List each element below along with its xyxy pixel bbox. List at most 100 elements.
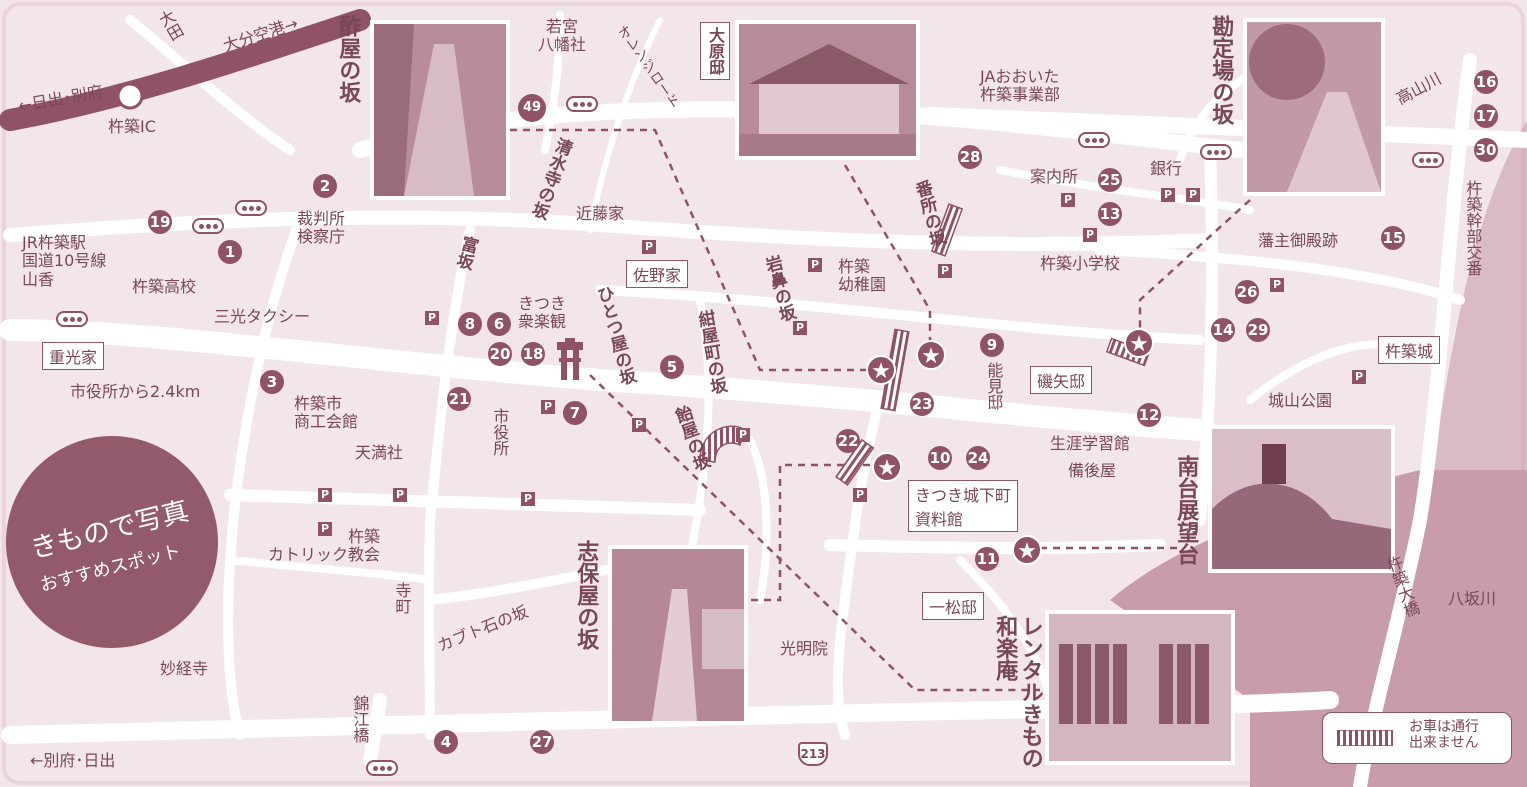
- label-hitotsumatsu: 一松邸: [922, 592, 985, 620]
- parking-icon: P: [1270, 278, 1284, 292]
- label-shiroyama-park: 城山公園: [1268, 391, 1333, 410]
- spot-marker-10[interactable]: 10: [928, 446, 952, 470]
- juraku-gate-icon: [557, 338, 583, 380]
- spot-marker-4[interactable]: 4: [434, 730, 458, 754]
- spot-marker-17[interactable]: 17: [1474, 104, 1498, 128]
- label-wakamiya: 若宮 八幡社: [538, 17, 587, 55]
- spot-marker-11[interactable]: 11: [975, 547, 999, 571]
- label-beppu-hiji-bottom: ←別府･日出: [30, 751, 116, 770]
- label-elementary: 杵築小学校: [1040, 254, 1121, 273]
- spot-marker-15[interactable]: 15: [1381, 226, 1405, 250]
- spot-marker-8[interactable]: 8: [458, 312, 482, 336]
- photo-spot-star-icon: ★: [916, 340, 946, 370]
- label-court: 裁判所 検察庁: [297, 209, 346, 247]
- photo-kanjoba: [1243, 18, 1385, 196]
- label-nishikie: 錦江橋: [350, 695, 370, 743]
- spot-marker-9[interactable]: 9: [980, 333, 1004, 357]
- photo-shiboya: [608, 545, 748, 725]
- label-kitsuki-ic: 杵築IC: [108, 117, 156, 136]
- spot-marker-3[interactable]: 3: [260, 370, 284, 394]
- spot-marker-25[interactable]: 25: [1098, 168, 1122, 192]
- label-ja-oita: JAおおいた 杵築事業部: [980, 67, 1061, 105]
- spot-marker-12[interactable]: 12: [1137, 403, 1161, 427]
- label-yasaka-river: 八坂川: [1448, 589, 1497, 608]
- label-kitsuki-kanbu: 杵築幹部交番: [1463, 180, 1483, 276]
- spot-marker-26[interactable]: 26: [1235, 280, 1259, 304]
- bus-stop-icon: [1078, 132, 1110, 148]
- parking-icon: P: [1083, 228, 1097, 242]
- parking-icon: P: [853, 488, 867, 502]
- slope-suya: 酢屋の坂: [335, 15, 361, 103]
- label-ohara: 大原邸: [700, 22, 730, 80]
- spot-marker-30[interactable]: 30: [1474, 138, 1498, 162]
- photo-castle-svg: [1212, 429, 1391, 569]
- bus-stop-icon: [566, 96, 598, 112]
- bus-stop-icon: [366, 760, 398, 776]
- label-rental-kimono: レンタルきもの 和楽庵: [992, 615, 1043, 769]
- parking-icon: P: [1186, 188, 1200, 202]
- photo-spot-star-icon: ★: [1012, 535, 1042, 565]
- label-lifelong: 生涯学習館: [1050, 434, 1131, 453]
- label-kitsuki-high: 杵築高校: [132, 277, 197, 296]
- label-bank: 銀行: [1150, 159, 1183, 178]
- photo-castle: [1208, 425, 1395, 573]
- spot-marker-16[interactable]: 16: [1474, 70, 1498, 94]
- photo-suya-slope: [370, 20, 510, 200]
- label-kitsuki-castle: 杵築城: [1378, 336, 1441, 364]
- slope-nandai: 南台展望台: [1173, 455, 1199, 565]
- parking-icon: P: [318, 522, 332, 536]
- bus-stop-icon: [1200, 144, 1232, 160]
- spot-marker-20[interactable]: 20: [488, 342, 512, 366]
- parking-icon: P: [541, 400, 555, 414]
- slope-shiboya: 志保屋の坂: [573, 540, 599, 650]
- label-castle-town: きつき城下町 資料館: [908, 480, 1019, 532]
- photo-rental-svg: [1049, 614, 1231, 761]
- label-sanoke: 佐野家: [626, 260, 689, 288]
- parking-icon: P: [1161, 188, 1175, 202]
- spot-marker-6[interactable]: 6: [487, 312, 511, 336]
- parking-icon: P: [425, 311, 439, 325]
- spot-marker-29[interactable]: 29: [1246, 318, 1270, 342]
- spot-marker-13[interactable]: 13: [1098, 202, 1122, 226]
- photo-ohara-svg: [739, 24, 916, 156]
- photo-kanjoba-svg: [1247, 22, 1381, 192]
- spot-marker-21[interactable]: 21: [447, 387, 471, 411]
- photo-spot-star-icon: ★: [1124, 328, 1154, 358]
- spot-marker-19[interactable]: 19: [148, 210, 172, 234]
- spot-marker-5[interactable]: 5: [660, 355, 684, 379]
- bus-stop-icon: [56, 311, 88, 327]
- parking-icon: P: [793, 321, 807, 335]
- spot-marker-28[interactable]: 28: [958, 145, 982, 169]
- label-catholic: 杵築 カトリック教会: [268, 527, 381, 565]
- photo-suya-svg: [374, 24, 506, 196]
- photo-spot-star-icon: ★: [866, 355, 896, 385]
- photo-rental-kimono: [1045, 610, 1235, 765]
- label-tenmansha: 天満社: [355, 443, 404, 462]
- label-kitsuki-juraku: きつき 衆楽観: [518, 294, 567, 332]
- label-myokyoji: 妙経寺: [160, 659, 209, 678]
- spot-marker-1[interactable]: 1: [218, 240, 242, 264]
- label-shigemitsu: 重光家: [42, 342, 105, 370]
- spot-marker-7[interactable]: 7: [563, 401, 587, 425]
- parking-icon: P: [938, 264, 952, 278]
- bus-stop-icon: [235, 200, 267, 216]
- route-213-marker: 213: [798, 742, 828, 766]
- label-sanko-taxi: 三光タクシー: [214, 307, 311, 326]
- parking-icon: P: [318, 488, 332, 502]
- spot-marker-18[interactable]: 18: [521, 342, 545, 366]
- label-hanshu: 藩主御殿跡: [1258, 231, 1339, 250]
- parking-icon: P: [1352, 370, 1366, 384]
- parking-icon: P: [632, 418, 646, 432]
- slope-kanjoba: 勘定場の坂: [1208, 15, 1234, 125]
- label-kondo: 近藤家: [576, 204, 625, 223]
- photo-spot-star-icon: ★: [872, 452, 902, 482]
- spot-marker-23[interactable]: 23: [910, 392, 934, 416]
- spot-marker-24[interactable]: 24: [966, 446, 990, 470]
- spot-marker-2[interactable]: 2: [313, 174, 337, 198]
- label-komyoin: 光明院: [780, 639, 829, 658]
- spot-marker-27[interactable]: 27: [530, 730, 554, 754]
- label-chamber: 杵築市 商工会館: [294, 394, 359, 432]
- spot-marker-22[interactable]: 22: [836, 429, 860, 453]
- spot-marker-14[interactable]: 14: [1211, 318, 1235, 342]
